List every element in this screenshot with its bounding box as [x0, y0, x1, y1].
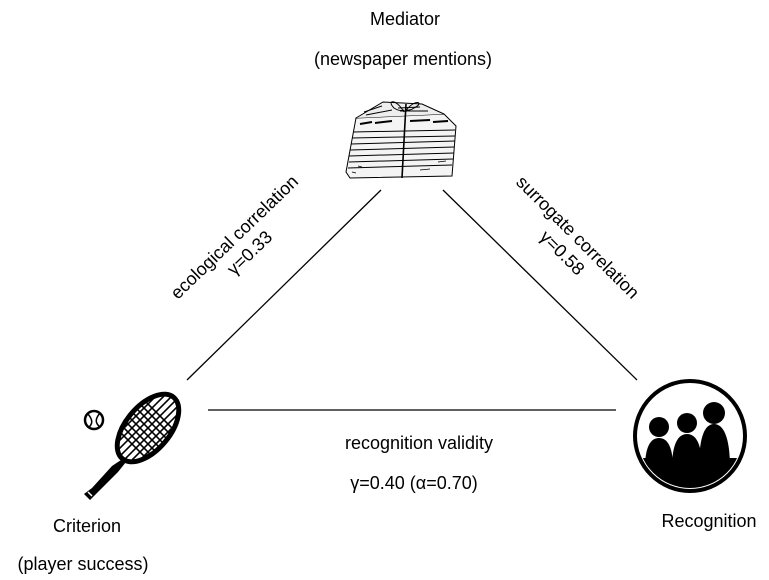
surrogate-edge	[442, 189, 638, 381]
ecological-edge	[186, 189, 382, 381]
validity-value: γ=0.40 (α=0.70)	[350, 473, 478, 493]
mediator-title: Mediator	[369, 9, 441, 29]
criterion-title: Criterion	[52, 516, 122, 536]
criterion-subtitle: (player success)	[17, 554, 149, 574]
tennis-racket-icon	[83, 386, 188, 500]
mediator-subtitle: (newspaper mentions)	[313, 49, 493, 69]
newspaper-stack-icon	[345, 101, 457, 179]
people-silhouette-icon	[633, 379, 747, 493]
validity-label: recognition validity	[344, 433, 494, 453]
recognition-title: Recognition	[661, 511, 757, 531]
